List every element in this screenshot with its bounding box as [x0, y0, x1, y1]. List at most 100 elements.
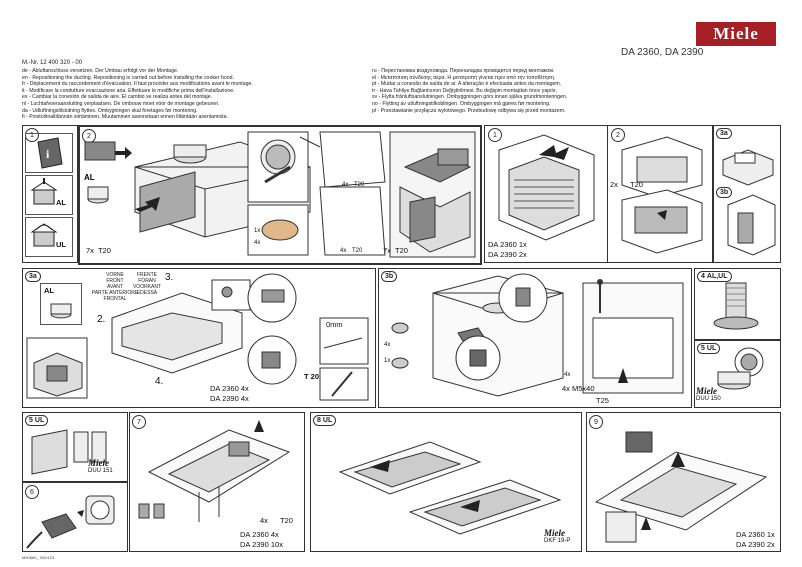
torx-label: T20	[354, 182, 365, 188]
instruction-line: en - Repositioning the ducting. Repositi…	[22, 74, 234, 81]
torx-label: T20	[630, 180, 643, 189]
filter-insert-illustration	[338, 441, 562, 535]
instruction-line: da - Udluftningstilslutning flyttes. Omb…	[22, 107, 198, 114]
svg-text:i: i	[46, 147, 50, 161]
step-number: 9	[589, 415, 603, 429]
extraction-mode-icon	[30, 178, 58, 205]
qty-label: 4x	[384, 342, 391, 348]
front-label: PARTE ANTERIORE	[91, 290, 139, 296]
step-tag: 3a	[25, 271, 41, 282]
accessory-model: DKF 19-P	[544, 538, 571, 544]
front-labels-right: FRENTE FORAN VOORKANT EDESSÄ	[132, 272, 162, 296]
recirculation-mode-icon	[30, 223, 58, 247]
step-number: 8	[317, 417, 321, 424]
front-label: VOORKANT	[132, 284, 162, 290]
mode-tag: UL	[34, 417, 45, 424]
step-number: 7	[132, 415, 146, 429]
front-label: FRONTAL	[103, 296, 127, 302]
footer-code: M40580_ 000/123	[22, 555, 55, 560]
instruction-line: de - Abluftanschluss versetzen. Der Umba…	[22, 68, 179, 74]
cabinet-mounting-illustration	[391, 273, 684, 397]
torx-label: T20	[352, 248, 363, 254]
screw-count: 7x	[383, 246, 391, 255]
models-header: DA 2360, DA 2390	[621, 47, 704, 58]
sequence-number: 3.	[165, 272, 174, 283]
front-label: FORAN	[138, 278, 156, 284]
front-label: FRENTE	[137, 272, 157, 278]
bolt-spec: 4x M5x40	[562, 384, 595, 393]
svg-text:AL: AL	[84, 173, 95, 182]
step-number: 4	[701, 273, 705, 280]
model-qty-line: DA 2360 1x	[488, 240, 527, 249]
instruction-line: es - Cambiar la conexión de salida de ai…	[22, 94, 213, 101]
washer-qty: 4x	[564, 372, 571, 378]
filter-replacement-illustration	[594, 431, 768, 543]
torx-label: T20	[280, 516, 293, 525]
document-number: M.-Nr. 12 400 320 - 00	[22, 60, 83, 66]
instruction-line: fi - Poistoilmaliitännän siirtäminen. Mu…	[22, 114, 228, 121]
model-qty-line: DA 2390 10x	[240, 540, 283, 549]
instructions-right: ru - Перестановка воздуховода. Переналад…	[372, 68, 672, 114]
panel-step-8	[310, 412, 582, 552]
mode-tag: AL,UL	[706, 273, 728, 280]
miele-brand: Miele	[696, 386, 717, 396]
ul-box: UL	[25, 217, 73, 257]
instruction-line: el - Μετατόπιση σύνδεσης αέρα. Η μετατρο…	[372, 74, 556, 81]
sequence-number: 4.	[155, 376, 164, 387]
al-box: AL	[25, 175, 73, 215]
accessory-model: DUU 151	[88, 468, 113, 474]
hood-flip-illustration	[26, 273, 369, 401]
miele-brand: Miele	[88, 458, 109, 468]
instruction-line: pl - Przestawianie przyłącza wylotowego.…	[372, 107, 566, 114]
front-label: EDESSÄ	[136, 290, 158, 296]
recirc-box-illustration	[31, 429, 107, 475]
gap-label: 0mm	[326, 320, 343, 329]
step-number: 1	[488, 128, 502, 142]
step-number: 2	[611, 128, 625, 142]
al-inset: AL	[40, 283, 82, 325]
mode-tag: UL	[322, 417, 333, 424]
model-qty-line: DA 2390 4x	[210, 394, 249, 403]
miele-brand: Miele	[544, 528, 565, 538]
qty-label: 1x	[254, 228, 261, 234]
step-tag: 3b	[716, 187, 733, 198]
torx-label: T20	[395, 246, 408, 255]
model-qty-line: DA 2360 4x	[240, 530, 279, 539]
instruction-line: no - Flytting av utluftningstilkoblingen…	[372, 100, 551, 107]
model-qty-line: DA 2360 1x	[736, 530, 775, 539]
front-label: VORNE	[106, 272, 124, 278]
front-labels-left: VORNE FRONT AVANT PARTE ANTERIORE FRONTA…	[88, 272, 142, 302]
al-label: AL	[44, 286, 54, 295]
step-tag: 3a	[716, 128, 732, 139]
ul-label: UL	[56, 240, 66, 249]
hood-disassembly-illustration: AL	[84, 131, 476, 258]
instruction-line: pt - Mudar a conexão de saída de ar. A a…	[372, 81, 562, 88]
accessory-model: DUU 150	[696, 396, 721, 402]
plug-socket-illustration	[26, 495, 115, 549]
model-qty-line: DA 2390 2x	[488, 250, 527, 259]
step-number: 5	[701, 345, 705, 352]
instructions-left: de - Abluftanschluss versetzen. Der Umba…	[22, 68, 367, 121]
instruction-line: ru - Перестановка воздуховода. Переналад…	[372, 68, 555, 74]
duct-connection-illustration	[713, 282, 759, 330]
model-qty-line: DA 2360 4x	[210, 384, 249, 393]
screw-count: 4x	[340, 248, 347, 254]
hood-install-illustration	[138, 420, 291, 522]
fan-unit-illustration	[621, 136, 703, 254]
miele-logo: Miele	[696, 22, 776, 46]
grease-filter-illustration	[498, 134, 595, 241]
screw-count: 4x	[260, 516, 268, 525]
cabinet-illustration	[722, 149, 776, 256]
instruction-line: nl - Luchtafvoeraansluiting verplaatsen.…	[22, 100, 220, 107]
instruction-line: sv - Flytta frånluftsanslutningen. Ombyg…	[372, 94, 568, 101]
manual-box: i	[25, 133, 73, 173]
screw-count: 7x	[86, 246, 94, 255]
sequence-number: 2.	[97, 314, 106, 325]
step-number: 5	[29, 417, 33, 424]
al-label: AL	[56, 198, 66, 207]
instruction-line: it - Modificare la condutture evacuazion…	[22, 87, 235, 94]
mode-tag: UL	[706, 345, 717, 352]
